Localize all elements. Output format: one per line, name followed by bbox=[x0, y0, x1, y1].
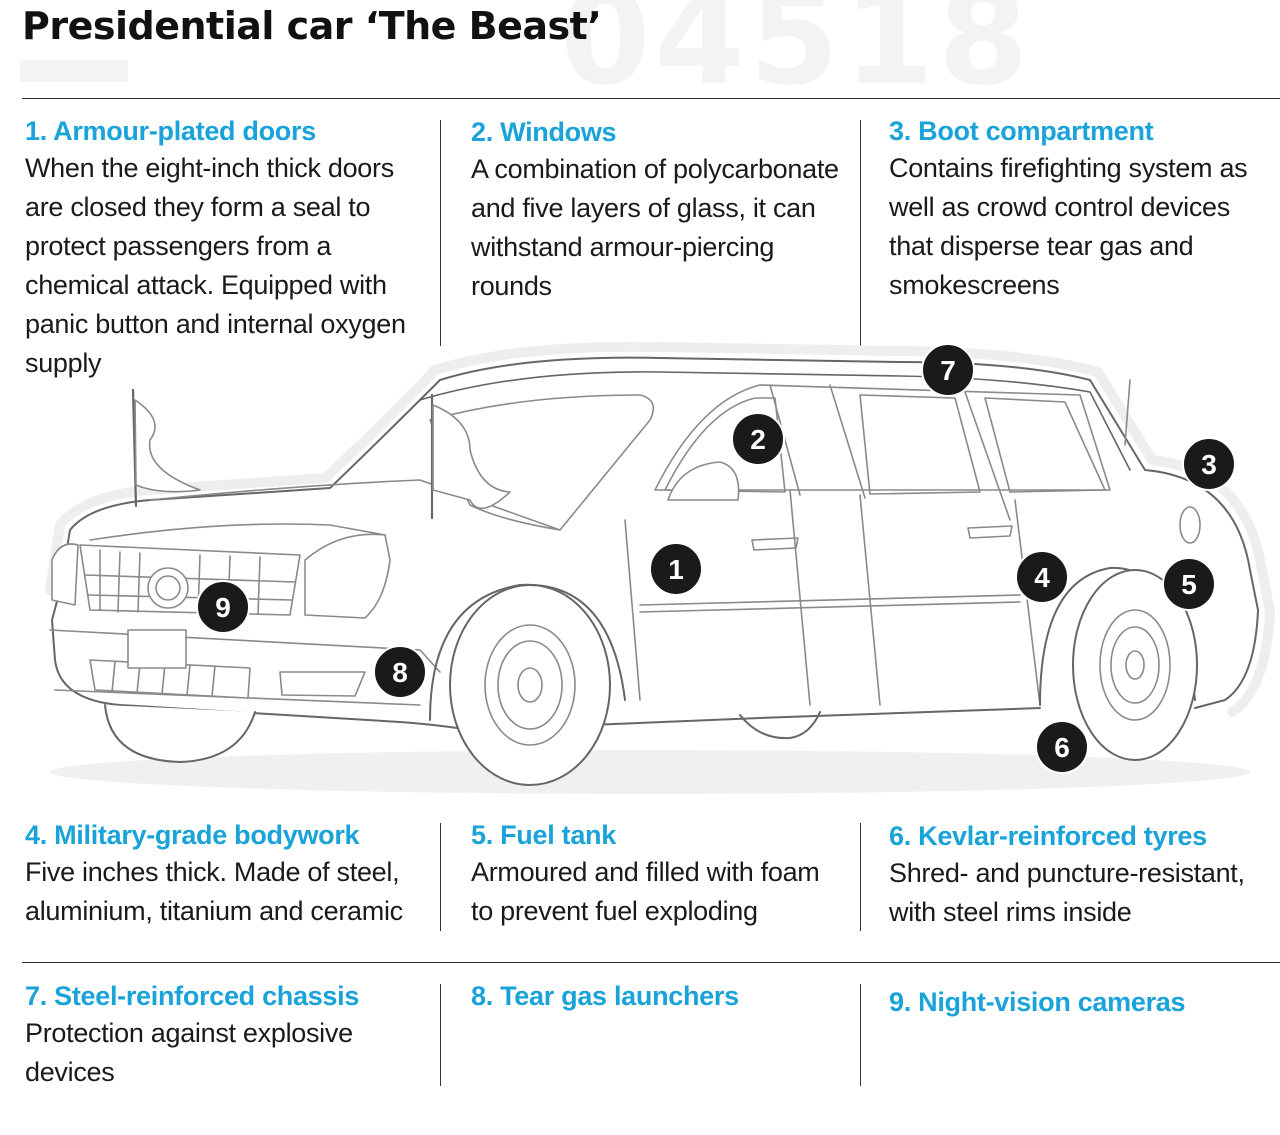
feature-heading: 3. Boot compartment bbox=[889, 116, 1154, 146]
divider bbox=[440, 120, 441, 346]
feature-heading: 6. Kevlar-reinforced tyres bbox=[889, 821, 1207, 851]
marker-7: 7 bbox=[921, 343, 975, 397]
divider bbox=[440, 823, 441, 931]
feature-9: 9. Night-vision cameras bbox=[889, 984, 1269, 1020]
feature-8: 8. Tear gas launchers bbox=[471, 978, 841, 1014]
svg-text:8: 8 bbox=[392, 657, 408, 688]
feature-3: 3. Boot compartment Contains firefightin… bbox=[889, 113, 1264, 305]
marker-5: 5 bbox=[1162, 557, 1216, 611]
divider bbox=[860, 823, 861, 931]
svg-text:9: 9 bbox=[215, 592, 231, 623]
feature-text: Contains firefighting system as well as … bbox=[889, 153, 1248, 300]
marker-9: 9 bbox=[196, 580, 250, 634]
marker-4: 4 bbox=[1015, 550, 1069, 604]
marker-3: 3 bbox=[1182, 437, 1236, 491]
feature-heading: 2. Windows bbox=[471, 117, 617, 147]
feature-1: 1. Armour-plated doors When the eight-in… bbox=[25, 113, 425, 383]
page-title: Presidential car ‘The Beast’ bbox=[22, 4, 602, 48]
feature-4: 4. Military-grade bodywork Five inches t… bbox=[25, 817, 425, 931]
marker-2: 2 bbox=[731, 412, 785, 466]
marker-1: 1 bbox=[649, 542, 703, 596]
feature-6: 6. Kevlar-reinforced tyres Shred- and pu… bbox=[889, 818, 1269, 932]
feature-text: When the eight-inch thick doors are clos… bbox=[25, 153, 406, 378]
svg-text:6: 6 bbox=[1054, 732, 1070, 763]
svg-text:4: 4 bbox=[1034, 562, 1050, 593]
background-watermark: 04518 bbox=[560, 0, 1033, 114]
feature-heading: 7. Steel-reinforced chassis bbox=[25, 981, 360, 1011]
feature-text: Shred- and puncture-resistant, with stee… bbox=[889, 858, 1245, 927]
feature-heading: 9. Night-vision cameras bbox=[889, 987, 1186, 1017]
svg-text:7: 7 bbox=[940, 355, 956, 386]
feature-heading: 1. Armour-plated doors bbox=[25, 116, 316, 146]
feature-text: Armoured and filled with foam to prevent… bbox=[471, 857, 820, 926]
feature-5: 5. Fuel tank Armoured and filled with fo… bbox=[471, 817, 846, 931]
feature-text: Five inches thick. Made of steel, alumin… bbox=[25, 857, 403, 926]
divider bbox=[440, 984, 441, 1086]
feature-7: 7. Steel-reinforced chassis Protection a… bbox=[25, 978, 425, 1092]
divider bbox=[22, 98, 1280, 99]
divider bbox=[860, 120, 861, 346]
feature-2: 2. Windows A combination of polycarbonat… bbox=[471, 114, 841, 306]
feature-text: A combination of polycarbonate and five … bbox=[471, 154, 839, 301]
marker-8: 8 bbox=[373, 645, 427, 699]
divider bbox=[860, 984, 861, 1086]
feature-text: Protection against explosive devices bbox=[25, 1018, 353, 1087]
svg-text:5: 5 bbox=[1181, 569, 1197, 600]
divider bbox=[22, 962, 1280, 963]
feature-heading: 8. Tear gas launchers bbox=[471, 981, 739, 1011]
svg-text:1: 1 bbox=[668, 554, 684, 585]
background-shape bbox=[20, 60, 128, 82]
svg-text:3: 3 bbox=[1201, 449, 1217, 480]
marker-6: 6 bbox=[1035, 720, 1089, 774]
feature-heading: 5. Fuel tank bbox=[471, 820, 616, 850]
svg-text:2: 2 bbox=[750, 424, 766, 455]
car-illustration: 1 2 3 4 5 6 7 8 bbox=[45, 341, 1275, 794]
feature-heading: 4. Military-grade bodywork bbox=[25, 820, 360, 850]
